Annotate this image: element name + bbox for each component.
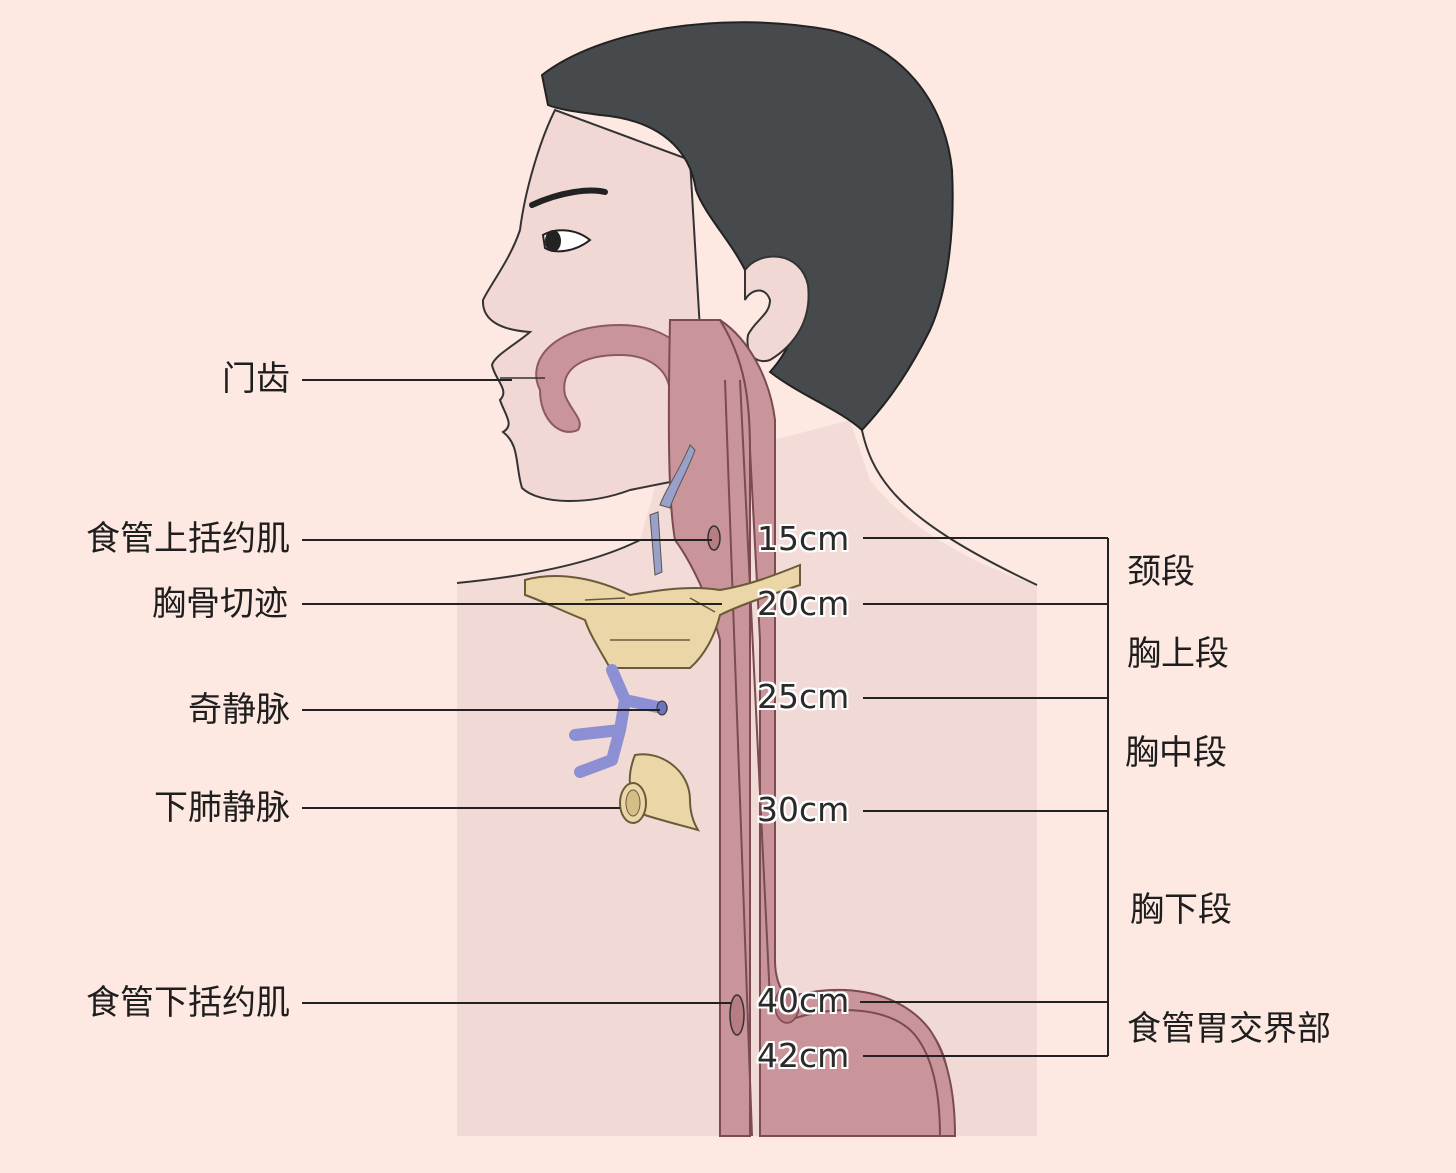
mark-30cm: 30cm bbox=[757, 790, 850, 829]
stomach bbox=[778, 989, 957, 1137]
segment-middle-thoracic: 胸中段 bbox=[1125, 733, 1227, 773]
left-leader-lines bbox=[302, 379, 731, 1004]
clavicle-sternum bbox=[524, 563, 801, 669]
azygos-vein bbox=[569, 664, 668, 778]
mark-15cm: 15cm bbox=[757, 519, 850, 558]
label-inferior-pulmonary-vein: 下肺静脉 bbox=[154, 788, 290, 828]
mark-25cm: 25cm bbox=[757, 677, 850, 716]
label-upper-sphincter: 食管上括约肌 bbox=[86, 519, 290, 559]
oral-cavity bbox=[535, 323, 701, 471]
label-sternal-notch: 胸骨切迹 bbox=[152, 584, 288, 624]
right-bracket bbox=[860, 537, 1109, 1057]
mark-40cm: 40cm bbox=[757, 981, 850, 1020]
segment-upper-thoracic: 胸上段 bbox=[1127, 634, 1229, 674]
label-azygos-vein: 奇静脉 bbox=[188, 690, 290, 730]
ear bbox=[744, 255, 810, 363]
mark-42cm: 42cm bbox=[757, 1036, 850, 1075]
label-incisors: 门齿 bbox=[222, 359, 290, 399]
mark-20cm: 20cm bbox=[757, 584, 850, 623]
segment-gej: 食管胃交界部 bbox=[1127, 1009, 1331, 1049]
hair bbox=[540, 21, 954, 432]
label-lower-sphincter: 食管下括约肌 bbox=[86, 983, 290, 1023]
segment-lower-thoracic: 胸下段 bbox=[1130, 890, 1232, 930]
face bbox=[481, 108, 702, 502]
segment-cervical: 颈段 bbox=[1127, 552, 1195, 592]
